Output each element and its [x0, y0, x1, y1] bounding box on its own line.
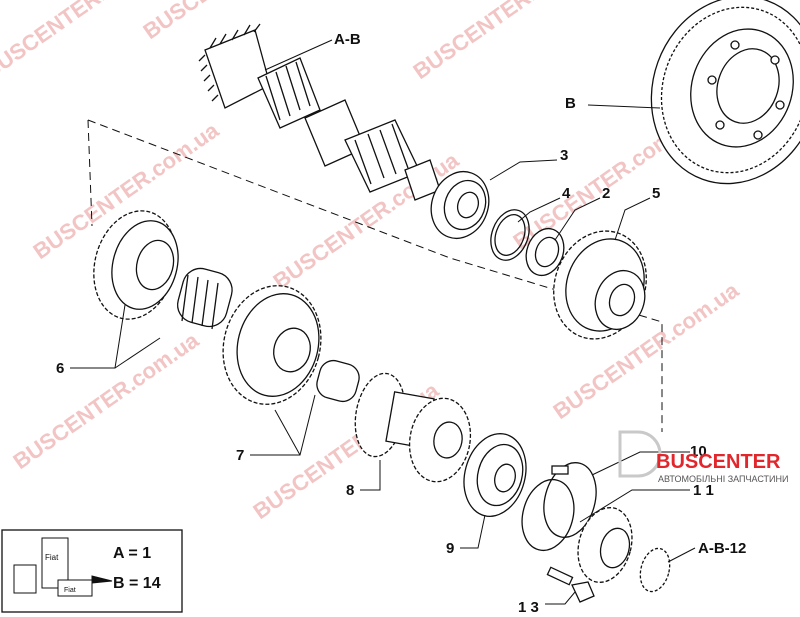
- callout-6: 6: [56, 360, 64, 377]
- main-shaft: [198, 23, 441, 201]
- leader-lines: [70, 39, 696, 605]
- part-9-bearing: [463, 433, 527, 517]
- part-4-snap-ring: [490, 209, 530, 261]
- box-label: Fiat: [45, 553, 59, 562]
- watermark-site: BUSCENTER.com.ua: [409, 0, 604, 84]
- part-5-gear: [553, 230, 647, 340]
- callout-10: 10: [690, 443, 707, 460]
- legend-a-quantity: A = 1: [113, 545, 151, 562]
- part-2-spacer: [525, 227, 565, 277]
- quantity-legend: Fiat Fiat A = 1 B = 14: [1, 529, 183, 613]
- watermark-site: BUSCENTER.com.ua: [9, 327, 204, 474]
- box-label: Fiat: [64, 587, 76, 594]
- part-10-11-snap-rings: [521, 462, 597, 552]
- brand-name: BUSCENTER: [656, 451, 781, 473]
- part-6-gear-with-bearing: [93, 210, 233, 330]
- assembly-dashed-outline: [87, 119, 93, 227]
- part-7-gear-with-sleeve: [222, 285, 360, 405]
- callout-11: 1 1: [693, 482, 714, 499]
- callout-3: 3: [560, 147, 568, 164]
- callout-8: 8: [346, 482, 354, 499]
- ring-gear-b: [650, 0, 800, 185]
- callout-5: 5: [652, 185, 660, 202]
- buscenter-logo: BUSCENTER АВТОМОБІЛЬНІ ЗАПЧАСТИНИ: [618, 430, 788, 484]
- callout-9: 9: [446, 540, 454, 557]
- part-8-double-gear: [354, 372, 472, 483]
- callout-13: 1 3: [518, 599, 539, 616]
- callout-7: 7: [236, 447, 244, 464]
- buscenter-logo-mark: [618, 430, 662, 478]
- part-13-bolt: [546, 566, 595, 603]
- callout-a-b: A-B: [334, 31, 361, 48]
- callout-2: 2: [602, 185, 610, 202]
- oil-box-icon: Fiat Fiat: [13, 537, 113, 597]
- part-3-bearing: [430, 170, 490, 240]
- watermark-site: BUSCENTER.com.ua: [0, 0, 174, 84]
- callout-b: B: [565, 95, 576, 112]
- callout-a-b-12: A-B-12: [698, 540, 746, 557]
- brand-tagline: АВТОМОБІЛЬНІ ЗАПЧАСТИНИ: [658, 474, 788, 484]
- callout-4: 4: [562, 185, 571, 202]
- legend-b-quantity: B = 14: [113, 575, 161, 592]
- part-12-gear: [577, 507, 671, 593]
